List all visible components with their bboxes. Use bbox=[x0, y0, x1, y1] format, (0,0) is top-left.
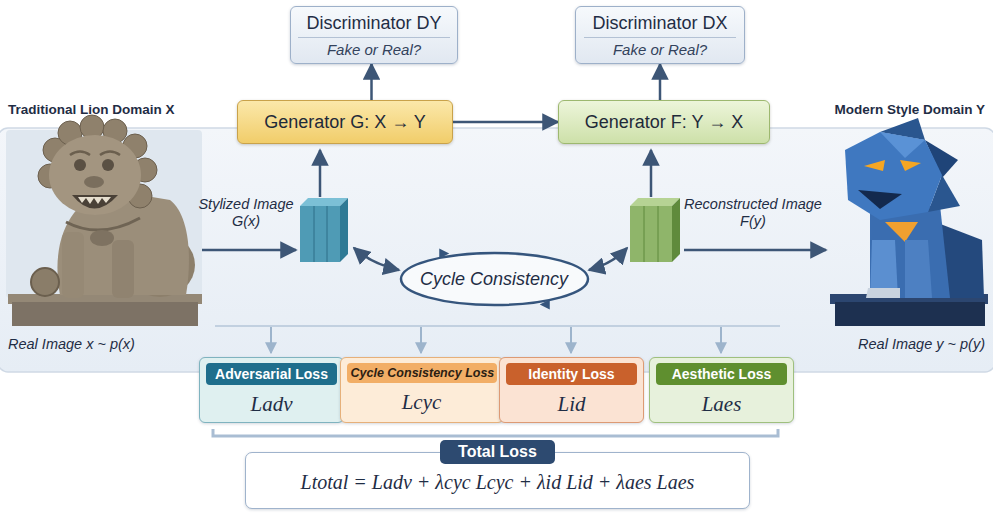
feature-block-side bbox=[340, 198, 348, 262]
feature-block-top bbox=[630, 198, 680, 206]
lion-teeth bbox=[78, 197, 111, 204]
flow-label: Reconstructed Image F(y) bbox=[680, 196, 826, 231]
lion-leg bbox=[62, 232, 84, 298]
loss-symbol: Lcyc bbox=[402, 390, 442, 415]
lion-mouth bbox=[72, 195, 118, 209]
photo-sky bbox=[6, 130, 202, 298]
domain-panel: Modern Style Domain Y Real Image y ~ p(y) bbox=[798, 100, 991, 354]
generator-box: Generator F: Y → X bbox=[558, 100, 770, 144]
background-panel bbox=[0, 128, 993, 372]
lion-nose bbox=[84, 176, 104, 188]
lion-bell bbox=[90, 230, 114, 246]
flow-arrow bbox=[319, 150, 322, 197]
feed-arrow bbox=[720, 327, 722, 353]
feature-block-line bbox=[658, 206, 659, 262]
box-subtitle: Fake or Real? bbox=[327, 41, 421, 58]
lion-paw bbox=[866, 288, 900, 298]
cycle-arrow-head bbox=[539, 300, 549, 310]
discriminator-box: Discriminator DY Fake or Real? bbox=[290, 6, 458, 64]
feature-block-line bbox=[644, 206, 645, 262]
loss-box: Aesthetic LossLaes bbox=[649, 357, 794, 423]
generator-box: Generator G: X → Y bbox=[237, 100, 453, 144]
lion-eye bbox=[900, 160, 921, 171]
box-subtitle: Fake or Real? bbox=[613, 41, 707, 58]
cycle-arrow bbox=[589, 248, 627, 270]
lion-ball bbox=[31, 268, 59, 296]
loss-formula: Ltotal = Ladv + λcyc Lcyc + λid Lid + λa… bbox=[301, 471, 695, 494]
ellipse-shape bbox=[401, 253, 588, 305]
lion-mouth bbox=[858, 190, 902, 209]
ellipse-label: Cycle Consistency bbox=[420, 269, 568, 290]
lion-leg bbox=[905, 240, 932, 298]
flow-connector bbox=[453, 121, 558, 124]
loss-box: Cycle Consistency LossLcyc bbox=[340, 357, 504, 423]
flow-connector bbox=[370, 64, 373, 100]
lion-head bbox=[49, 135, 141, 215]
loss-symbol: Lid bbox=[557, 392, 585, 417]
total-loss-box: Total LossLtotal = Ladv + λcyc Lcyc + λi… bbox=[245, 452, 750, 509]
flow-connector bbox=[659, 64, 662, 100]
image-caption: Real Image y ~ p(y) bbox=[804, 336, 985, 352]
total-header: Total Loss bbox=[440, 440, 555, 464]
loss-symbol: Ladv bbox=[251, 392, 293, 417]
loss-header: Adversarial Loss bbox=[206, 363, 337, 385]
lion-eye bbox=[102, 159, 114, 171]
lion-eye bbox=[74, 159, 86, 171]
loss-symbol: Laes bbox=[702, 392, 742, 417]
domain-panel: Traditional Lion Domain X Real Image x ~ … bbox=[2, 100, 218, 354]
lion-head bbox=[845, 132, 942, 220]
lion-accent bbox=[885, 222, 918, 242]
pedestal bbox=[835, 302, 985, 326]
loss-box: Adversarial LossLadv bbox=[199, 357, 344, 423]
domain-heading: Modern Style Domain Y bbox=[804, 102, 985, 117]
lion-leg bbox=[112, 240, 134, 298]
cycle-ellipse: Cycle Consistency bbox=[398, 250, 591, 308]
cycle-arrow-head bbox=[439, 249, 449, 259]
head-facet bbox=[880, 132, 925, 158]
flow-label: Stylized Image G(x) bbox=[196, 196, 296, 231]
feature-block-top bbox=[300, 198, 348, 206]
image-caption: Real Image x ~ p(x) bbox=[8, 336, 212, 352]
box-title: Discriminator DX bbox=[584, 13, 735, 38]
domain-heading: Traditional Lion Domain X bbox=[8, 102, 212, 117]
feed-arrow bbox=[570, 327, 572, 353]
lion-collar bbox=[66, 218, 140, 230]
feature-block bbox=[630, 206, 672, 262]
feed-line bbox=[215, 325, 780, 327]
box-title: Discriminator DY bbox=[298, 13, 449, 38]
loss-box: Identity LossLid bbox=[499, 357, 644, 423]
flow-arrow bbox=[650, 150, 653, 197]
loss-header: Cycle Consistency Loss bbox=[347, 363, 497, 383]
feature-block bbox=[300, 206, 340, 262]
sum-bracket bbox=[213, 429, 778, 436]
box-title: Generator F: Y → X bbox=[577, 112, 751, 133]
feed-arrow bbox=[270, 327, 272, 353]
lion-brow bbox=[70, 152, 120, 156]
flow-arrow bbox=[202, 249, 296, 252]
lion-eye bbox=[864, 160, 885, 171]
pedestal bbox=[12, 302, 198, 326]
feature-block-line bbox=[314, 206, 315, 262]
discriminator-box: Discriminator DX Fake or Real? bbox=[575, 6, 745, 64]
feature-block-side bbox=[672, 198, 680, 262]
loss-header: Identity Loss bbox=[506, 363, 637, 385]
loss-header: Aesthetic Loss bbox=[656, 363, 787, 385]
cycle-arrow bbox=[354, 248, 399, 270]
feature-block-line bbox=[327, 206, 328, 262]
box-title: Generator G: X → Y bbox=[256, 112, 434, 133]
flow-arrow bbox=[684, 249, 826, 252]
feed-arrow bbox=[420, 327, 422, 353]
